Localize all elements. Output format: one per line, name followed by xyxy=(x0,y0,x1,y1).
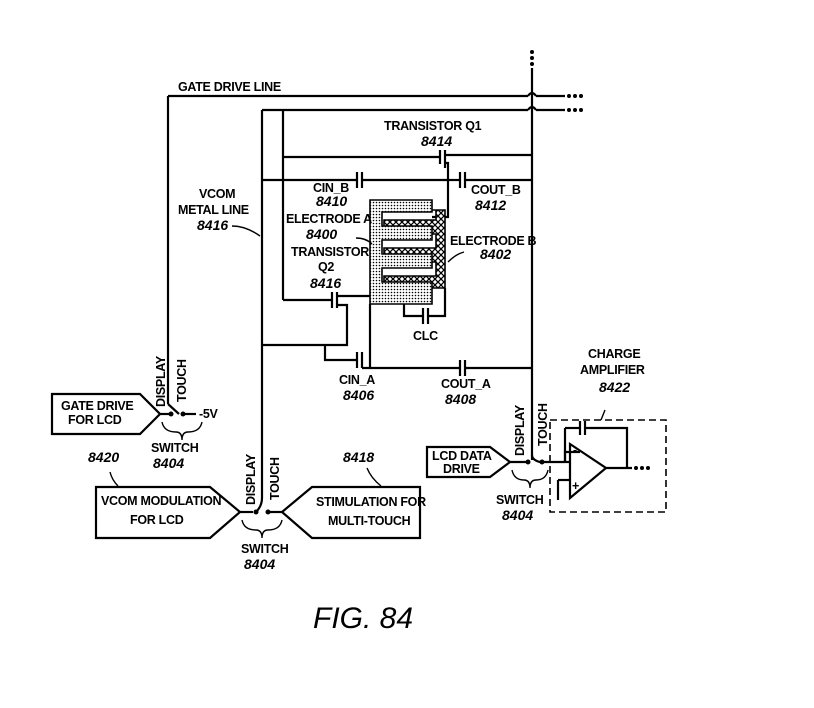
dot xyxy=(634,466,638,470)
dot xyxy=(573,108,577,112)
dot xyxy=(579,108,583,112)
dot xyxy=(530,62,534,66)
vcom-label-line1: VCOM xyxy=(199,187,235,201)
lcd-data-line1: LCD DATA xyxy=(432,449,492,463)
charge-amp-label-line2: AMPLIFIER xyxy=(580,363,645,377)
electrode-a-ref: 8400 xyxy=(306,226,337,242)
switch-label-vcom: SWITCH xyxy=(241,542,289,556)
vcom-mod-ref: 8420 xyxy=(88,449,119,465)
charge-amp-ref: 8422 xyxy=(599,379,630,395)
ref-8420-leader xyxy=(110,472,118,486)
opamp-minus: - xyxy=(573,443,577,457)
stim-line1: STIMULATION FOR xyxy=(316,495,426,509)
cin-a-capacitor xyxy=(325,345,460,368)
dot xyxy=(567,108,571,112)
cout-b-ref: 8412 xyxy=(475,197,506,213)
dot xyxy=(573,94,577,98)
electrode-b-leader xyxy=(448,252,464,262)
figure-caption: FIG. 84 xyxy=(313,602,413,635)
dot xyxy=(640,466,644,470)
switch-ref-vcom: 8404 xyxy=(244,556,275,572)
dot xyxy=(530,56,534,60)
data-line-top xyxy=(262,107,565,110)
display-label-data: DISPLAY xyxy=(513,404,527,456)
switch-ref-gate: 8404 xyxy=(153,455,184,471)
switch-label-data: SWITCH xyxy=(496,493,544,507)
switch-ref-data: 8404 xyxy=(502,507,533,523)
dot xyxy=(567,94,571,98)
electrode-b xyxy=(384,210,445,288)
gate-drive-lcd-line2: FOR LCD xyxy=(68,413,122,427)
touch-label-data: TOUCH xyxy=(536,403,550,446)
display-label-gate: DISPLAY xyxy=(154,355,168,407)
stim-line2: MULTI-TOUCH xyxy=(328,514,411,528)
gate-drive-lcd-line1: GATE DRIVE xyxy=(61,399,133,413)
cin-a-ref: 8406 xyxy=(343,387,374,403)
dot xyxy=(646,466,650,470)
vcom-label-line2: METAL LINE xyxy=(178,203,249,217)
dot xyxy=(530,50,534,54)
transistor-q2-ref: 8416 xyxy=(310,275,341,291)
dot xyxy=(579,94,583,98)
clc-label: CLC xyxy=(413,329,438,343)
cin-b-ref: 8410 xyxy=(316,193,347,209)
vcom-mod-line2: FOR LCD xyxy=(130,513,184,527)
transistor-q1-label: TRANSISTOR Q1 xyxy=(384,119,482,133)
cout-a-capacitor xyxy=(460,360,532,376)
charge-amp-label-line1: CHARGE xyxy=(588,347,640,361)
transistor-q2-label-line1: TRANSISTOR xyxy=(291,245,369,259)
transistor-q1-ref: 8414 xyxy=(421,133,452,149)
vcom-leader xyxy=(232,226,260,236)
lcd-data-line2: DRIVE xyxy=(443,462,480,476)
stim-ref: 8418 xyxy=(343,449,374,465)
cout-b-label: COUT_B xyxy=(471,183,521,197)
cout-a-ref: 8408 xyxy=(445,391,476,407)
cin-a-label: CIN_A xyxy=(339,373,375,387)
display-label-vcom: DISPLAY xyxy=(244,453,258,505)
opamp-plus: + xyxy=(572,479,579,493)
charge-amplifier xyxy=(550,410,666,512)
vcom-mod-line1: VCOM MODULATION xyxy=(101,494,222,508)
transistor-q2-label-line2: Q2 xyxy=(318,260,334,274)
minus-5v-label: -5V xyxy=(199,407,219,421)
switch-label-gate: SWITCH xyxy=(151,441,199,455)
touch-label-vcom: TOUCH xyxy=(268,457,282,500)
electrode-b-ref: 8402 xyxy=(480,246,511,262)
ellipsis-dots xyxy=(530,50,583,112)
electrode-a-label: ELECTRODE A xyxy=(286,212,372,226)
touch-label-gate: TOUCH xyxy=(175,359,189,402)
cout-a-label: COUT_A xyxy=(441,377,491,391)
gate-drive-line-label: GATE DRIVE LINE xyxy=(178,80,281,94)
ref-8418-leader xyxy=(367,468,381,486)
cin-b-capacitor xyxy=(262,172,448,188)
vcom-ref: 8416 xyxy=(197,217,228,233)
transistor-q2 xyxy=(262,292,370,345)
